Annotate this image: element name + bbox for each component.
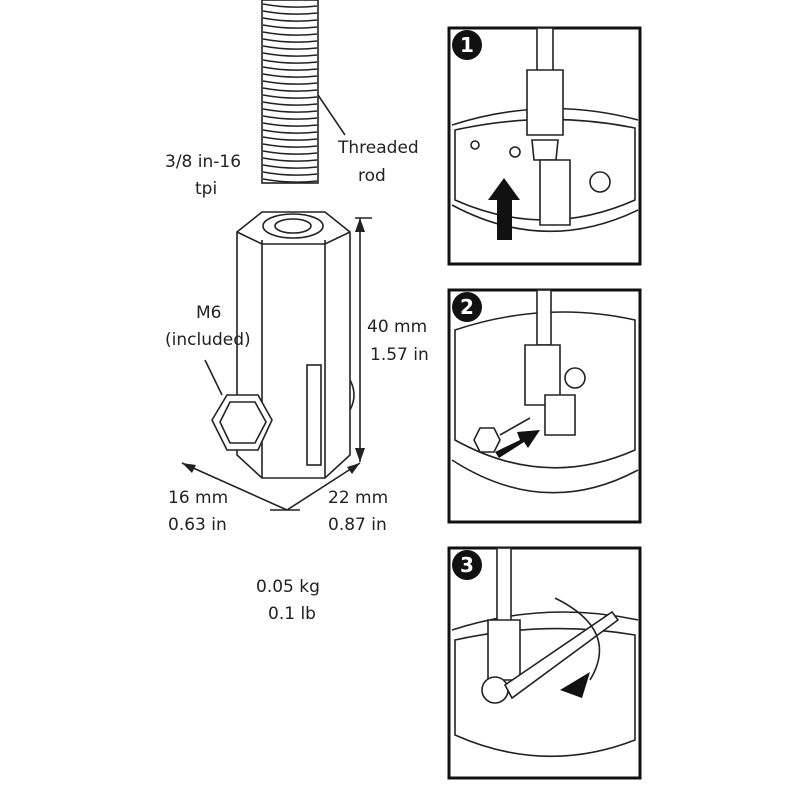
thread-line (262, 73, 318, 78)
thread-line (262, 52, 318, 57)
width-dimensions (181, 462, 361, 511)
threaded-rod (261, 0, 319, 184)
thread-line (262, 101, 318, 106)
thread-line (262, 31, 318, 36)
thread-line (262, 178, 318, 183)
thread-line (262, 129, 318, 134)
width-b-mm: 22 mm (328, 488, 388, 508)
width-a-in: 0.63 in (168, 515, 227, 535)
thread-line (262, 87, 318, 92)
height-label-mm: 40 mm (367, 317, 427, 337)
bolt-leader-line (204, 359, 223, 396)
bolt-label-1: M6 (196, 303, 221, 323)
bolt-label-2: (included) (165, 330, 251, 350)
thread-line (262, 59, 318, 64)
thread-line (262, 24, 318, 29)
thread-line (262, 150, 318, 155)
thread-line (262, 45, 318, 50)
weight-lb: 0.1 lb (268, 604, 316, 624)
thread-line (262, 10, 318, 15)
m6-bolt (211, 394, 273, 451)
thread-spec-label-1: 3/8 in-16 (165, 152, 241, 172)
step-3-number: 3 (460, 553, 474, 577)
thread-line (262, 164, 318, 169)
thread-line (262, 157, 318, 162)
step-3-panel: 3 (447, 546, 642, 780)
thread-line (262, 38, 318, 43)
thread-line (262, 115, 318, 120)
height-dimension (355, 217, 372, 462)
step-1-panel: 1 (447, 26, 642, 266)
width-a-mm: 16 mm (168, 488, 228, 508)
threaded-rod-label-2: rod (358, 166, 386, 186)
weight-kg: 0.05 kg (256, 577, 320, 597)
step-1-number: 1 (460, 33, 474, 57)
thread-line (262, 136, 318, 141)
height-label-in: 1.57 in (370, 345, 429, 365)
width-b-in: 0.87 in (328, 515, 387, 535)
thread-line (262, 94, 318, 99)
step-2-panel: 2 (447, 288, 642, 524)
thread-spec-label-2: tpi (195, 179, 217, 199)
threaded-rod-label-1: Threaded (337, 138, 419, 158)
thread-line (262, 3, 318, 8)
thread-line (262, 122, 318, 127)
thread-line (262, 171, 318, 176)
thread-line (262, 143, 318, 148)
step-2-number: 2 (460, 295, 474, 319)
thread-line (262, 17, 318, 22)
thread-line (262, 66, 318, 71)
rod-leader-line (317, 94, 346, 136)
thread-line (262, 80, 318, 85)
thread-line (262, 108, 318, 113)
